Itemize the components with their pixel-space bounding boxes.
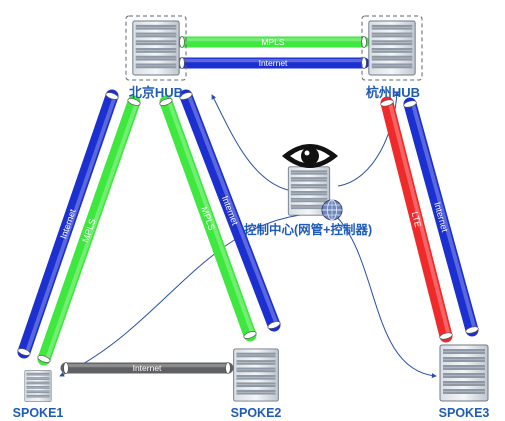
link-hangzhou-spoke3-lte-tube <box>380 96 453 343</box>
globe-icon <box>321 199 343 221</box>
link-hangzhou-spoke3-lte-label: LTE <box>410 211 424 229</box>
link-hangzhou-spoke3-lte-highlight <box>387 100 451 338</box>
hangzhou-hub-frame <box>361 15 423 81</box>
control-link-spoke3 <box>334 214 437 379</box>
control-link-hangzhou <box>337 91 400 187</box>
link-beijing-spoke2-mpls-cap-end <box>243 331 257 339</box>
spoke1-router-icon[interactable] <box>24 370 52 402</box>
link-beijing-spoke2-internet-cap-end <box>267 321 281 329</box>
link-spoke1-spoke2-internet-label: Internet <box>133 363 162 373</box>
link-spoke1-spoke2-internet-cap-end <box>225 362 231 374</box>
link-hub-mpls-cap-start <box>179 36 185 48</box>
link-beijing-spoke1-internet[interactable]: Internet <box>17 89 119 359</box>
link-beijing-spoke2-internet-label: Internet <box>220 194 240 227</box>
link-beijing-spoke1-mpls-cap-start <box>127 98 141 106</box>
link-hangzhou-spoke3-lte-cap-end <box>439 332 453 340</box>
link-hangzhou-spoke3-lte[interactable]: LTE <box>380 96 453 343</box>
link-spoke1-spoke2-internet[interactable]: Internet <box>60 362 234 374</box>
link-beijing-spoke1-internet-highlight <box>24 94 117 355</box>
link-beijing-spoke1-mpls-tube <box>37 95 141 366</box>
link-beijing-spoke2-internet-highlight <box>186 93 279 326</box>
link-hub-internet[interactable]: Internet <box>176 57 370 69</box>
link-beijing-spoke1-internet-cap-end <box>17 348 31 356</box>
control-link-spoke1 <box>59 214 301 377</box>
link-hub-mpls[interactable]: MPLS <box>176 36 370 48</box>
control-center-label: 控制中心(网管+控制器) <box>244 222 372 237</box>
eye-icon <box>282 144 338 168</box>
link-hangzhou-spoke3-internet-cap-end <box>465 326 479 334</box>
link-hub-mpls-cap-end <box>361 36 367 48</box>
hangzhou-hub-label: 杭州HUB <box>366 85 420 100</box>
link-beijing-spoke2-mpls-tube <box>159 95 257 342</box>
link-beijing-spoke1-internet-tube <box>17 89 119 359</box>
spoke3-router-icon[interactable] <box>439 344 489 402</box>
link-hangzhou-spoke3-internet[interactable]: Internet <box>403 97 479 337</box>
link-hangzhou-spoke3-internet-cap-start <box>403 100 417 108</box>
link-beijing-spoke2-internet-tube <box>179 89 281 332</box>
beijing-hub-frame <box>125 15 187 81</box>
spoke3-label: SPOKE3 <box>439 406 490 420</box>
link-beijing-spoke2-mpls-highlight <box>166 99 255 336</box>
link-beijing-spoke2-mpls[interactable]: MPLS <box>159 95 257 342</box>
link-hangzhou-spoke3-lte-cap-start <box>380 99 394 107</box>
spoke2-label: SPOKE2 <box>231 406 282 420</box>
control-links <box>59 91 437 379</box>
link-spoke1-spoke2-internet-cap-start <box>63 362 69 374</box>
spoke2-router-icon[interactable] <box>233 348 279 402</box>
hangzhou-hub-router-icon[interactable] <box>368 20 416 76</box>
link-beijing-spoke2-internet-cap-start <box>179 92 193 100</box>
link-hub-internet-label: Internet <box>259 58 288 68</box>
control-link-beijing <box>211 94 289 191</box>
beijing-hub-label: 北京HUB <box>129 85 183 100</box>
link-beijing-spoke1-mpls-cap-end <box>37 355 51 363</box>
link-hub-internet-cap-end <box>361 57 367 69</box>
link-beijing-spoke2-mpls-cap-start <box>159 98 173 106</box>
link-hub-mpls-label: MPLS <box>261 37 284 47</box>
link-hub-internet-cap-start <box>179 57 185 69</box>
link-hangzhou-spoke3-internet-tube <box>403 97 479 337</box>
link-beijing-spoke1-mpls-highlight <box>44 100 139 362</box>
link-beijing-spoke1-mpls[interactable]: MPLS <box>37 95 141 366</box>
link-beijing-spoke1-internet-cap-start <box>105 92 119 100</box>
link-hangzhou-spoke3-internet-highlight <box>410 101 477 332</box>
spoke1-label: SPOKE1 <box>13 406 64 420</box>
beijing-hub-router-icon[interactable] <box>132 20 180 76</box>
